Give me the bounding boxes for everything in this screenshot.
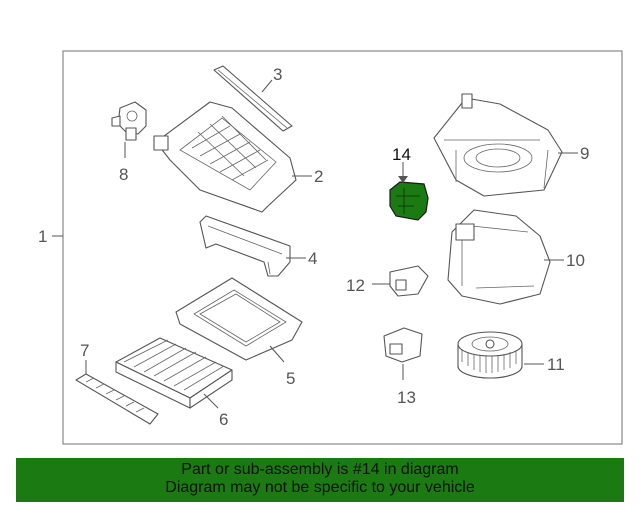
part-5-filter-housing <box>175 277 303 361</box>
banner-line-1: Part or sub-assembly is #14 in diagram <box>181 461 459 478</box>
part-2-case-upper <box>153 101 297 213</box>
part-7-filter-grid <box>75 373 159 425</box>
part-8-actuator <box>111 101 147 141</box>
part-13-resistor <box>383 327 423 363</box>
part-6-cabin-filter <box>115 337 233 409</box>
callout-4: 4 <box>308 249 317 268</box>
callout-6: 6 <box>219 410 228 429</box>
callout-13: 13 <box>397 388 416 407</box>
callout-1: 1 <box>38 227 47 246</box>
part-14-highlighted <box>389 181 429 221</box>
part-9-blower-case-upper <box>433 93 563 197</box>
leader-3 <box>261 79 273 93</box>
callout-10: 10 <box>566 251 585 270</box>
callout-3: 3 <box>273 65 282 84</box>
banner-line-2: Diagram may not be specific to your vehi… <box>165 479 475 496</box>
leader-14-arrow <box>398 176 408 183</box>
callout-9: 9 <box>580 144 589 163</box>
part-4-duct <box>199 215 291 277</box>
diagram-frame <box>62 50 623 445</box>
part-12-connector <box>389 265 429 297</box>
part-10-blower-case-lower <box>447 209 551 305</box>
leader-6 <box>203 393 219 409</box>
callout-12: 12 <box>346 276 365 295</box>
info-banner: Part or sub-assembly is #14 in diagram D… <box>16 458 624 502</box>
part-3-filter-seal <box>213 65 293 132</box>
callout-5: 5 <box>286 369 295 388</box>
callout-7: 7 <box>80 341 89 360</box>
part-11-blower-motor <box>457 331 523 379</box>
callout-11: 11 <box>547 355 565 374</box>
callout-8: 8 <box>119 165 128 184</box>
leader-5 <box>269 345 285 363</box>
callout-2: 2 <box>314 167 323 186</box>
callout-14: 14 <box>392 145 411 164</box>
